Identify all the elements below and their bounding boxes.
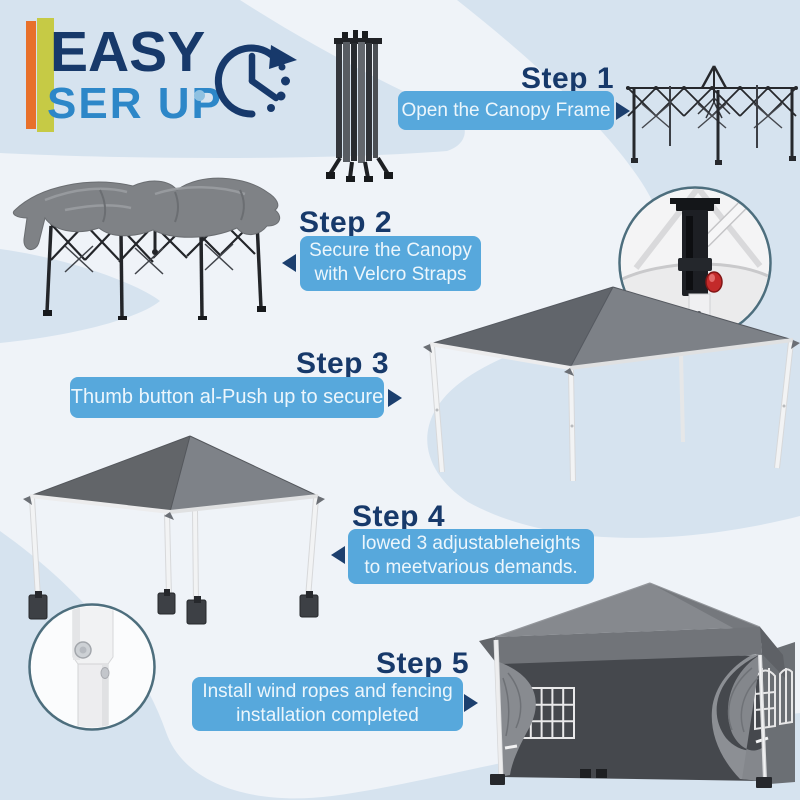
- step2-title: Step 2: [299, 206, 393, 239]
- step1-label-text: Open the Canopy Frame: [401, 100, 611, 121]
- clock-icon: [214, 44, 297, 118]
- draped-canopy-image: [12, 177, 281, 320]
- step5-label: Install wind ropes and fencing installat…: [192, 677, 463, 731]
- step1-arrow-right-icon: [616, 102, 630, 120]
- step5-label-line2: installation completed: [236, 705, 419, 726]
- step1-title: Step 1: [521, 62, 615, 95]
- logo-accent-dot: [194, 90, 205, 101]
- step4-label-line2: to meetvarious demands.: [364, 557, 578, 578]
- step2-label: Secure the Canopy with Velcro Straps: [300, 236, 481, 291]
- logo-subtitle: SER UP: [47, 79, 223, 128]
- step5-arrow-right-icon: [464, 694, 478, 712]
- step3-label-text: Thumb button al-Push up to secure: [70, 386, 384, 408]
- step3-title: Step 3: [296, 347, 390, 380]
- step4-label-line1: lowed 3 adjustableheights: [361, 533, 581, 554]
- step2-label-line1: Secure the Canopy: [309, 240, 472, 261]
- step3-arrow-right-icon: [388, 389, 402, 407]
- finished-tent-image: [479, 582, 795, 788]
- step1-label: Open the Canopy Frame: [398, 91, 614, 130]
- step3-label: Thumb button al-Push up to secure: [70, 377, 384, 418]
- step4-canopy-image: [23, 435, 325, 625]
- folded-frame-image: [326, 30, 393, 182]
- step2-label-line2: with Velcro Straps: [314, 264, 467, 285]
- step4-title: Step 4: [352, 500, 446, 533]
- pole-button-closeup-image: [28, 603, 156, 731]
- step5-label-line1: Install wind ropes and fencing: [202, 681, 453, 702]
- step4-arrow-left-icon: [331, 546, 345, 564]
- step2-arrow-left-icon: [282, 254, 296, 272]
- step3-canopy-image: [423, 286, 800, 482]
- logo-bar-orange: [26, 21, 36, 129]
- opened-frame-image: [626, 65, 798, 165]
- step4-label: lowed 3 adjustableheights to meetvarious…: [348, 529, 594, 584]
- logo-bar-yellow: [37, 18, 54, 132]
- step5-title: Step 5: [376, 647, 470, 680]
- logo-title: EASY: [50, 20, 206, 84]
